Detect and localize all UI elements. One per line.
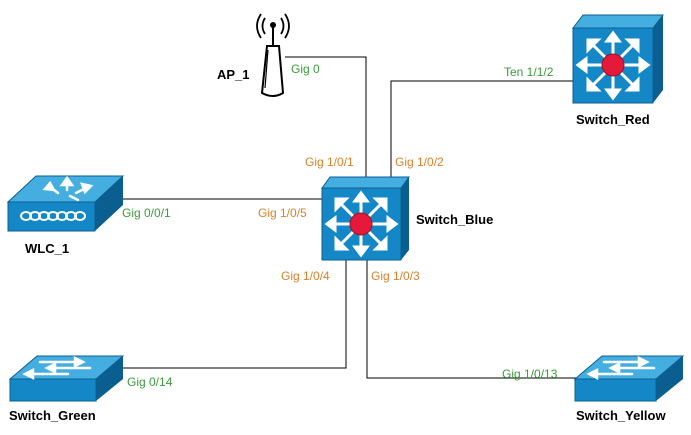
- port-label-blue-gig-1-0-1: Gig 1/0/1: [305, 155, 354, 169]
- port-labels: Gig 0 Ten 1/1/2 Gig 1/0/1 Gig 1/0/2 Gig …: [122, 62, 558, 389]
- wlc-1-label: WLC_1: [25, 241, 69, 256]
- ap-1-label: AP_1: [217, 67, 250, 82]
- switch-red-device[interactable]: Switch_Red: [571, 14, 665, 127]
- switch-green-label: Switch_Green: [9, 408, 96, 423]
- switch-yellow-label: Switch_Yellow: [576, 408, 666, 423]
- port-label-red-ten-1-1-2: Ten 1/1/2: [504, 65, 554, 79]
- port-label-blue-gig-1-0-4: Gig 1/0/4: [281, 269, 330, 283]
- port-label-ap-gig0: Gig 0: [291, 62, 320, 76]
- switch-blue-label: Switch_Blue: [416, 212, 493, 227]
- wlc-1-device[interactable]: WLC_1: [6, 175, 125, 256]
- link-red-blue: [390, 80, 573, 177]
- multilayer-switch-icon: [321, 176, 410, 261]
- link-yellow-blue: [366, 260, 595, 379]
- ap-1-device[interactable]: AP_1: [217, 13, 290, 97]
- link-ap-blue: [285, 56, 367, 177]
- layer2-switch-icon: [573, 355, 685, 402]
- layer2-switch-icon: [8, 355, 125, 402]
- switch-yellow-device[interactable]: Switch_Yellow: [573, 355, 685, 423]
- port-label-blue-gig-1-0-3: Gig 1/0/3: [371, 269, 420, 283]
- multilayer-switch-icon: [571, 14, 665, 104]
- port-label-wlc-gig-0-0-1: Gig 0/0/1: [122, 206, 171, 220]
- wireless-access-point-icon: [256, 13, 290, 97]
- port-label-yellow-gig-1-0-13: Gig 1/0/13: [502, 367, 558, 381]
- port-label-green-gig-0-14: Gig 0/14: [127, 375, 173, 389]
- wireless-lan-controller-icon: [6, 175, 125, 232]
- port-label-blue-gig-1-0-5: Gig 1/0/5: [258, 206, 307, 220]
- switch-red-label: Switch_Red: [576, 112, 650, 127]
- switch-green-device[interactable]: Switch_Green: [8, 355, 125, 423]
- port-label-blue-gig-1-0-2: Gig 1/0/2: [395, 155, 444, 169]
- link-green-blue: [100, 260, 347, 369]
- links: [100, 56, 595, 379]
- switch-blue-device[interactable]: Switch_Blue: [321, 176, 493, 261]
